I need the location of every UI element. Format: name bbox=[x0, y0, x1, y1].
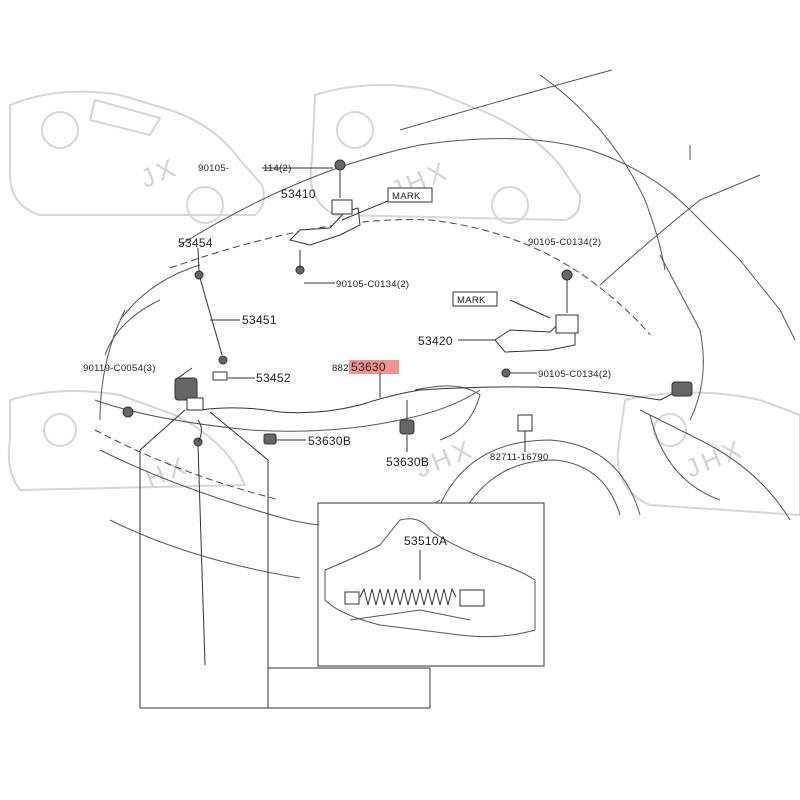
clamp-53630B-left bbox=[263, 433, 277, 445]
leader-90119 bbox=[177, 367, 193, 379]
part-labels: 90105- 114(2) 53410 53454 90105-C0134(2)… bbox=[83, 163, 611, 469]
watermark-text-4: JHX bbox=[681, 433, 749, 484]
clamp-53630B-mid bbox=[399, 419, 415, 435]
windshield-top-line bbox=[399, 69, 613, 131]
mark-2-label: MARK bbox=[457, 295, 486, 306]
hood-lock bbox=[174, 377, 198, 401]
inset-frame bbox=[317, 502, 545, 667]
support-holder-53452 bbox=[212, 371, 228, 381]
watermark-car-3 bbox=[7, 390, 247, 492]
support-rod-top bbox=[194, 270, 204, 280]
hinge-53410-body bbox=[289, 207, 361, 246]
watermark-text-1: JX bbox=[136, 151, 183, 193]
hood-front-left bbox=[119, 264, 201, 321]
fender-side-line bbox=[659, 254, 704, 421]
support-rod-53451 bbox=[199, 277, 223, 356]
hood-hinge-right bbox=[494, 269, 579, 378]
bumper-top-line bbox=[94, 389, 481, 432]
wheel-arch-outer bbox=[439, 439, 641, 516]
leader-lines bbox=[139, 167, 551, 709]
mark-box-2: MARK bbox=[452, 291, 498, 307]
mark-1-label: MARK bbox=[392, 191, 421, 202]
support-rod-bottom bbox=[218, 355, 228, 365]
watermark-car-1 bbox=[8, 90, 265, 224]
headlamp-right-outline bbox=[414, 385, 481, 441]
hood-lock-assembly bbox=[122, 377, 206, 666]
leader-mark1 bbox=[341, 199, 391, 221]
label-53420: 53420 bbox=[418, 334, 453, 348]
bolt-90119 bbox=[122, 406, 134, 418]
inset-spring-53510A bbox=[359, 587, 457, 606]
inset-spring-end-left bbox=[344, 591, 360, 605]
release-cable bbox=[199, 386, 661, 414]
inset-spring-end-right bbox=[459, 589, 485, 607]
label-90105-top: 90105- bbox=[198, 163, 229, 174]
hood-rear-edge bbox=[179, 138, 741, 261]
wheel-arch-inner bbox=[464, 459, 621, 516]
hood-hinge-left bbox=[289, 159, 361, 275]
label-82711: 82711-16790 bbox=[490, 452, 549, 463]
a-pillar-line bbox=[539, 74, 666, 271]
label-53630-prefix: 882 bbox=[332, 363, 349, 374]
hood-lock-bracket bbox=[186, 397, 204, 411]
label-114: 114(2) bbox=[263, 163, 292, 174]
bolt-right-bottom bbox=[501, 368, 511, 378]
fender-top-line bbox=[599, 174, 761, 286]
label-53630B-mid: 53630B bbox=[386, 455, 429, 469]
bolt-right-top bbox=[561, 269, 573, 281]
label-90105-c0134-left: 90105-C0134(2) bbox=[336, 279, 409, 290]
clip-82711 bbox=[517, 414, 533, 432]
highlight-53630 bbox=[349, 360, 399, 374]
leader-lock-diag-2 bbox=[209, 411, 269, 461]
headlamp-top bbox=[104, 299, 161, 356]
headlamp-left-outline bbox=[99, 309, 126, 421]
leader-mark2 bbox=[509, 299, 551, 319]
label-53452: 53452 bbox=[256, 371, 291, 385]
bolt-114 bbox=[334, 159, 346, 171]
leader-lock-diag bbox=[139, 409, 186, 451]
watermark-car-2 bbox=[309, 84, 582, 224]
watermark-layer: JX JHX JHX JHX HX bbox=[7, 84, 800, 517]
label-53630: 53630 bbox=[351, 360, 386, 374]
hinge-53420-block bbox=[555, 314, 579, 334]
inset-panel-outline bbox=[324, 518, 536, 638]
label-53630B-left: 53630B bbox=[308, 434, 351, 448]
mark-box-1: MARK bbox=[387, 187, 433, 203]
label-90105-c0134-right-bot: 90105-C0134(2) bbox=[538, 369, 611, 380]
door-line bbox=[639, 409, 791, 521]
hood-support-rod bbox=[194, 270, 228, 381]
label-53451: 53451 bbox=[242, 313, 277, 327]
hinge-53410-block bbox=[331, 199, 353, 215]
hood-center-dashed bbox=[169, 219, 651, 336]
door-inner-line bbox=[649, 414, 721, 501]
lock-cable-link bbox=[197, 419, 202, 443]
bumper-dashed bbox=[94, 429, 281, 501]
label-53510A: 53510A bbox=[404, 534, 447, 548]
label-90105-c0134-right-top: 90105-C0134(2) bbox=[528, 237, 601, 248]
label-53410: 53410 bbox=[281, 187, 316, 201]
bumper-lower-line bbox=[109, 519, 301, 579]
inset-rod bbox=[349, 609, 471, 621]
release-handle bbox=[671, 381, 693, 397]
label-53454: 53454 bbox=[178, 236, 213, 250]
body-right-line bbox=[739, 259, 796, 341]
inset-detail: 53510A bbox=[317, 502, 545, 667]
lock-leader-down bbox=[197, 444, 206, 666]
label-90119: 90119-C0054(3) bbox=[83, 363, 156, 374]
leader-53454 bbox=[197, 247, 200, 273]
cable-clamps bbox=[263, 400, 533, 446]
